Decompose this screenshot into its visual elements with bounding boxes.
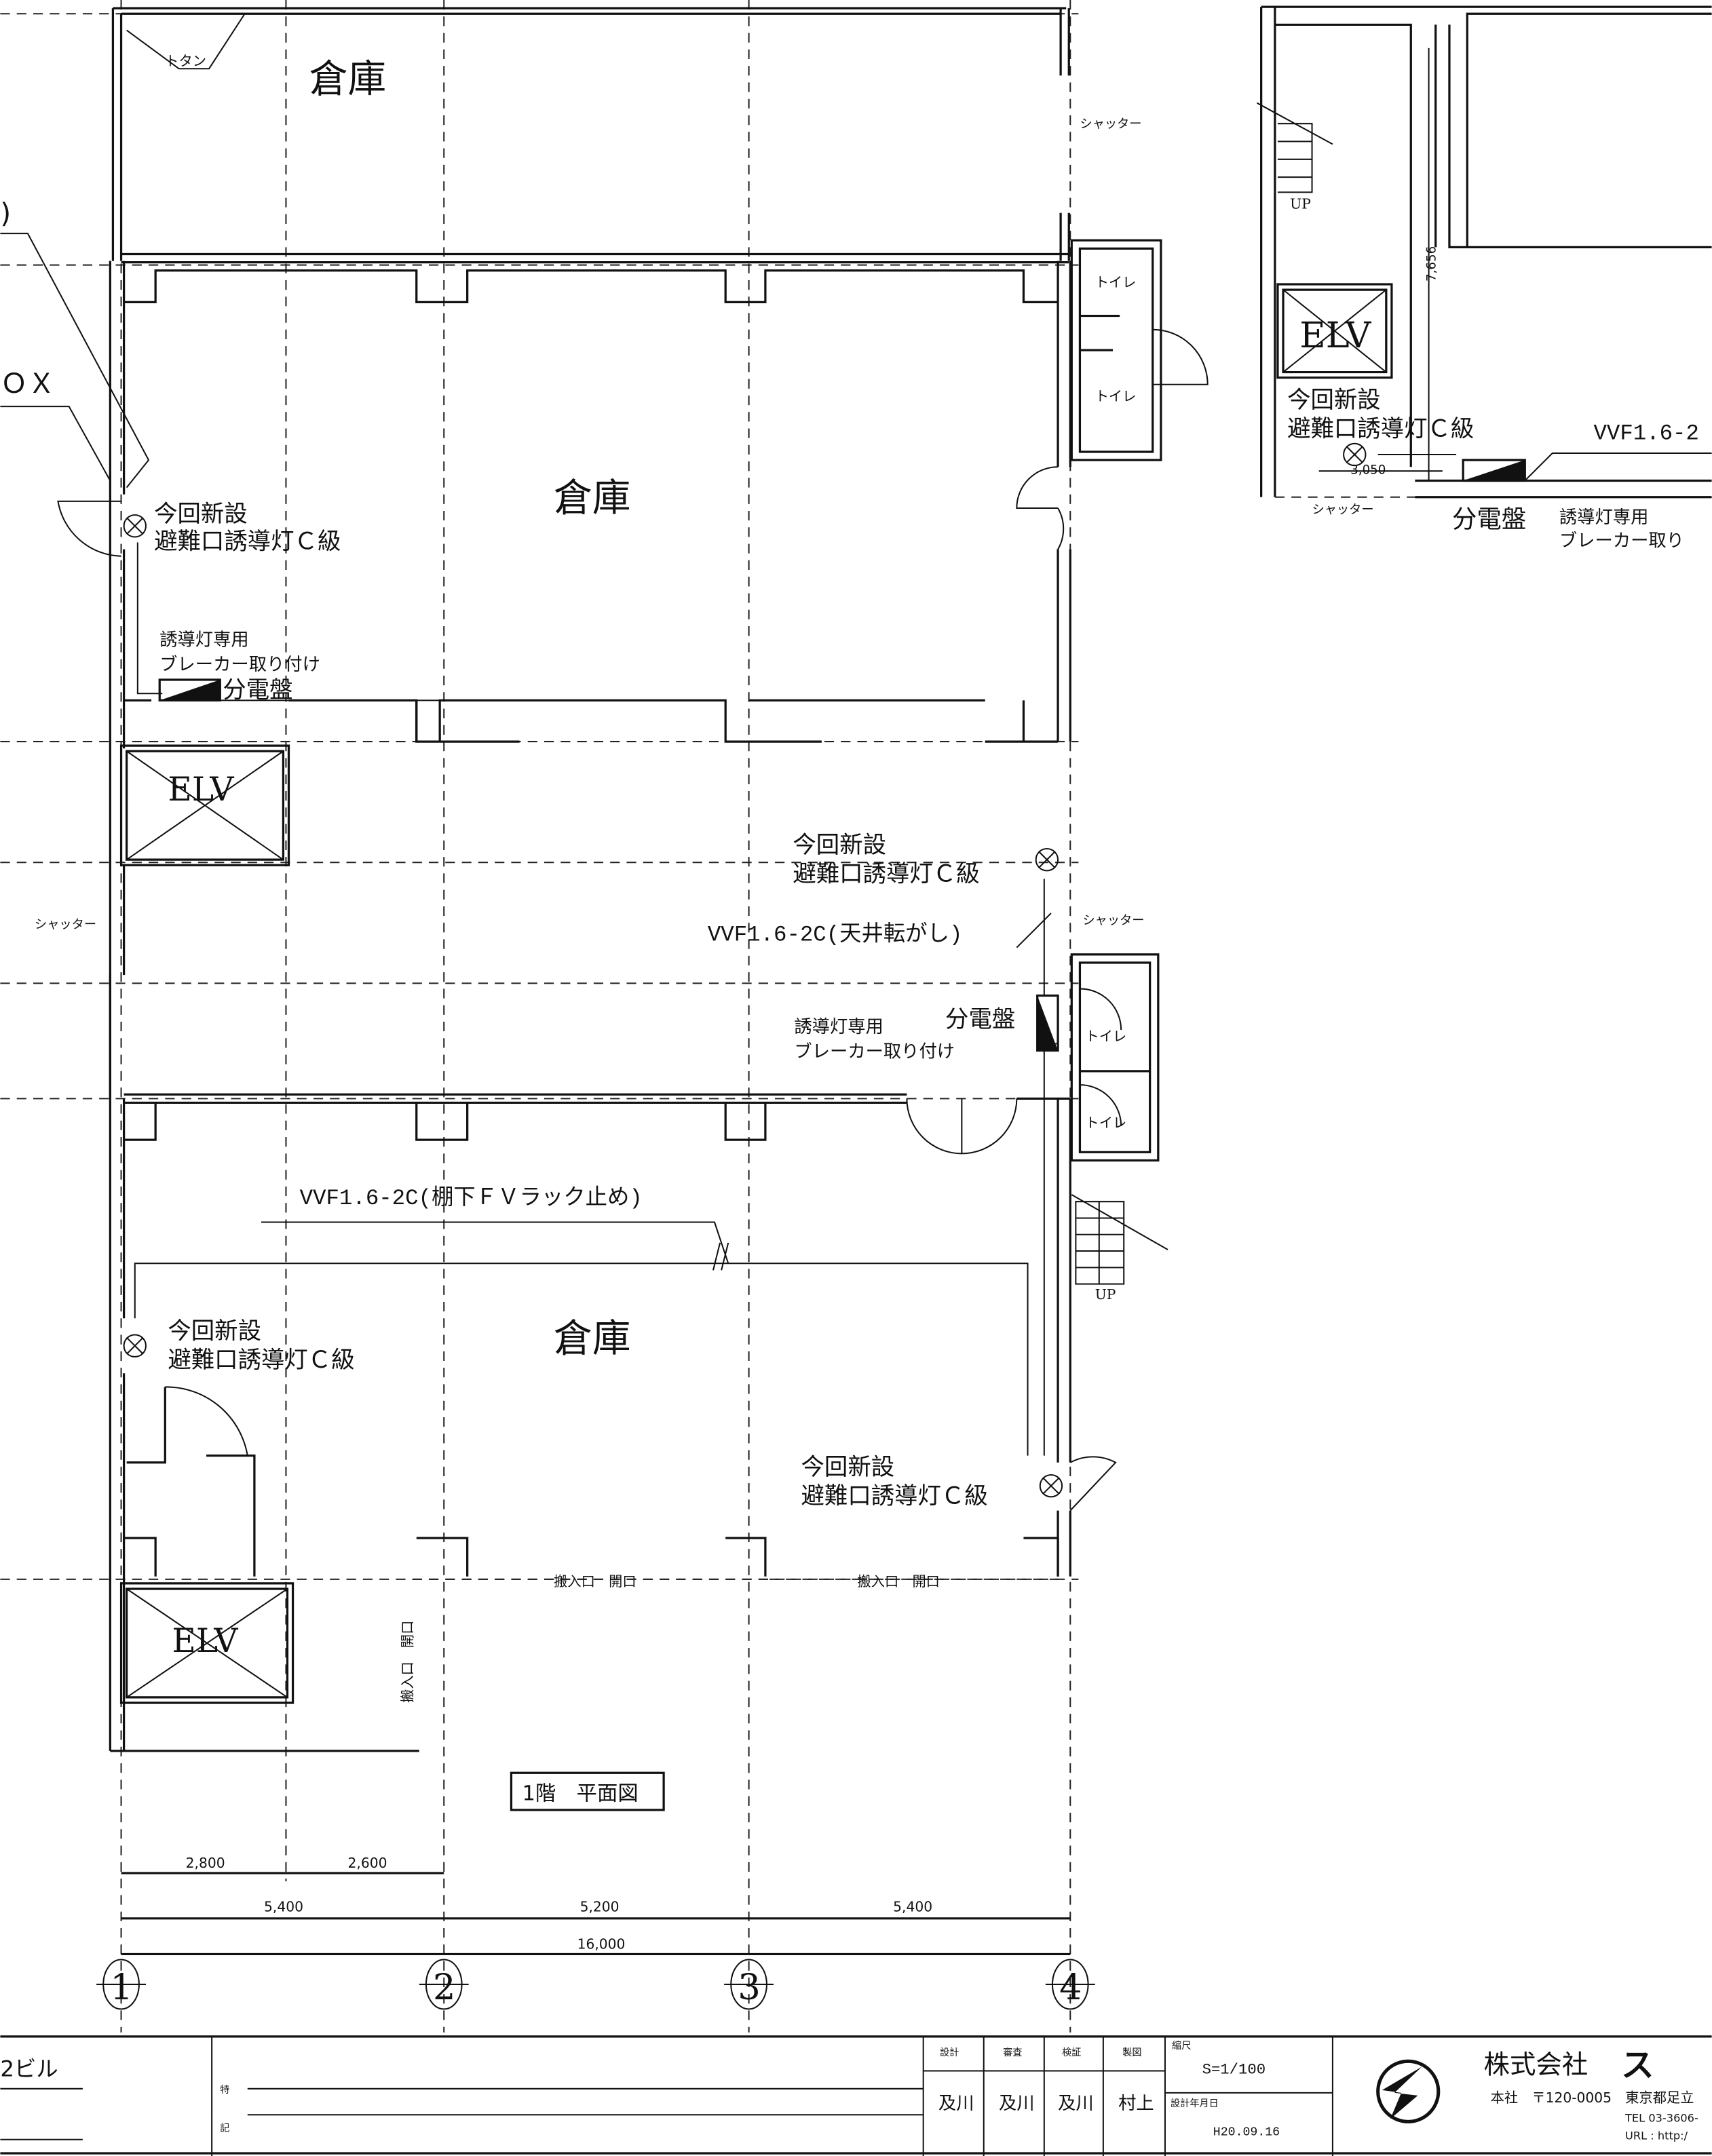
shutter-label: シャッター bbox=[1082, 913, 1144, 927]
exit-light-icon bbox=[1343, 442, 1367, 467]
exit-light-note: 避難口誘導灯Ｃ級 bbox=[1287, 416, 1474, 443]
dimension-label: 5,400 bbox=[893, 1899, 932, 1915]
exit-light-icon bbox=[123, 1334, 147, 1358]
signer-name: 及川 bbox=[1058, 2094, 1094, 2114]
signer-name: 及川 bbox=[938, 2094, 974, 2114]
up-label: UP bbox=[1095, 1286, 1116, 1303]
shutter-label: シャッター bbox=[1312, 503, 1374, 517]
cable-label: VVF1.6-2C(天井転がし) bbox=[708, 922, 963, 948]
title-block: 2ビル 特 記 設計 審査 検証 製図 及川 及川 及川 村上 縮尺 S=1/1… bbox=[0, 2035, 1712, 2156]
company-address: 本社 〒120-0005 東京都足立 bbox=[1491, 2090, 1694, 2106]
svg-text:1: 1 bbox=[110, 1967, 132, 2008]
axis-marker: 3 bbox=[724, 1959, 774, 2010]
cut-label: ) bbox=[0, 197, 11, 229]
walls bbox=[0, 7, 1209, 1752]
cable-label: VVF1.6-2C(棚下ＦＶラック止め) bbox=[300, 1185, 643, 1211]
breaker-note: 誘導灯専用 bbox=[794, 1017, 883, 1037]
axis-marker: 4 bbox=[1045, 1959, 1095, 2010]
panel-label: 分電盤 bbox=[1452, 504, 1526, 533]
notes-label: 記 bbox=[220, 2123, 229, 2134]
panel-label: 分電盤 bbox=[223, 676, 292, 704]
dimension-label: 5,200 bbox=[580, 1899, 620, 1915]
room-label-warehouse: 倉庫 bbox=[554, 476, 630, 520]
exit-light-symbols bbox=[123, 442, 1367, 1498]
cable-label: VVF1.6-2 bbox=[1593, 421, 1698, 446]
room-label-warehouse: 倉庫 bbox=[554, 1316, 630, 1361]
svg-text:4: 4 bbox=[1059, 1967, 1082, 2008]
shutter-label: シャッター bbox=[35, 917, 96, 931]
annex-walls bbox=[1257, 5, 1712, 499]
breaker-note: ブレーカー取り付け bbox=[159, 655, 320, 675]
panel-label: 分電盤 bbox=[945, 1006, 1015, 1033]
exit-light-note: 避難口誘導灯Ｃ級 bbox=[168, 1347, 354, 1374]
elv-label: ELV bbox=[172, 1622, 238, 1660]
exit-light-note: 避難口誘導灯Ｃ級 bbox=[154, 528, 341, 556]
toilet-label: トイレ bbox=[1095, 274, 1137, 290]
svg-text:2: 2 bbox=[433, 1967, 455, 2008]
exit-light-note: 今回新設 bbox=[168, 1318, 261, 1345]
up-label: UP bbox=[1290, 196, 1311, 212]
breaker-note: ブレーカー取り bbox=[1559, 531, 1684, 552]
date-value: H20.09.16 bbox=[1213, 2126, 1280, 2140]
dimension-label: 5,400 bbox=[264, 1899, 303, 1915]
dimension-label-total: 16,000 bbox=[577, 1936, 626, 1952]
role-label: 審査 bbox=[1003, 2047, 1022, 2058]
exit-light-note: 今回新設 bbox=[1287, 387, 1381, 414]
toilet-label: トイレ bbox=[1086, 1028, 1127, 1044]
shutter-label: シャッター bbox=[1080, 117, 1141, 131]
exit-light-note: 今回新設 bbox=[801, 1454, 895, 1481]
notes-label: 特 bbox=[220, 2085, 229, 2096]
company-tel: TEL 03-3606- bbox=[1624, 2111, 1698, 2124]
scale-value: S=1/100 bbox=[1202, 2061, 1266, 2079]
company-name: 株式会社 bbox=[1484, 2050, 1589, 2081]
project-name: 2ビル bbox=[0, 2056, 58, 2082]
exit-light-icon bbox=[123, 514, 147, 538]
drawing-title-box bbox=[510, 1771, 665, 1811]
annex-dimension: 7,656 bbox=[1425, 246, 1439, 282]
grid-axis-markers: 1 2 3 4 bbox=[96, 1959, 1095, 2010]
company-brand: ス bbox=[1621, 2047, 1654, 2085]
exit-light-note: 今回新設 bbox=[154, 501, 248, 528]
elv-label: ELV bbox=[1299, 315, 1371, 356]
room-label-warehouse: 倉庫 bbox=[309, 57, 386, 102]
exit-light-note: 避難口誘導灯Ｃ級 bbox=[793, 861, 979, 888]
role-label: 設計 bbox=[940, 2047, 959, 2058]
company-url: URL : http:/ bbox=[1625, 2130, 1688, 2142]
date-label: 設計年月日 bbox=[1171, 2098, 1219, 2109]
drawing-title: 1階 平面図 bbox=[522, 1782, 639, 1806]
loading-opening-label: 搬入口 開口 bbox=[858, 1573, 940, 1590]
tin-label: トタン bbox=[165, 53, 206, 69]
svg-text:3: 3 bbox=[738, 1967, 760, 2008]
exit-light-note: 今回新設 bbox=[793, 832, 886, 859]
breaker-note: 誘導灯専用 bbox=[1559, 507, 1648, 528]
wiring bbox=[134, 542, 1059, 1456]
elv-label: ELV bbox=[168, 771, 234, 809]
scale-label: 縮尺 bbox=[1172, 2041, 1191, 2052]
plan-labels: 倉庫 倉庫 倉庫 トタン ) ＯＸ ELV ELV ELV トイレ トイレ トイ… bbox=[0, 53, 1699, 1811]
breaker-note: ブレーカー取り付け bbox=[794, 1042, 955, 1062]
annex-dimension: 3,050 bbox=[1350, 463, 1386, 477]
signer-name: 村上 bbox=[1118, 2094, 1154, 2114]
role-label: 検証 bbox=[1062, 2047, 1081, 2058]
loading-opening-label: 搬入口 開口 bbox=[400, 1621, 416, 1703]
role-label: 製図 bbox=[1122, 2047, 1141, 2058]
toilet-label: トイレ bbox=[1095, 388, 1137, 404]
dimension-lines: 2,800 2,600 5,400 5,200 5,400 16,000 bbox=[121, 1855, 1071, 1956]
dimension-label: 2,600 bbox=[348, 1855, 387, 1871]
loading-opening-label: 搬入口 開口 bbox=[554, 1573, 636, 1590]
exit-light-icon bbox=[1035, 847, 1059, 872]
axis-marker: 2 bbox=[419, 1959, 469, 2010]
exit-light-icon bbox=[1039, 1474, 1063, 1498]
breaker-note: 誘導灯専用 bbox=[159, 630, 248, 650]
axis-marker: 1 bbox=[96, 1959, 146, 2010]
company-logo-icon bbox=[1376, 2059, 1441, 2123]
exit-light-note: 避難口誘導灯Ｃ級 bbox=[801, 1483, 988, 1510]
toilet-label: トイレ bbox=[1086, 1115, 1127, 1131]
dimension-label: 2,800 bbox=[186, 1855, 225, 1871]
signer-name: 及川 bbox=[999, 2094, 1035, 2114]
cut-label: ＯＸ bbox=[0, 367, 55, 400]
grid-lines bbox=[0, 0, 1079, 2033]
